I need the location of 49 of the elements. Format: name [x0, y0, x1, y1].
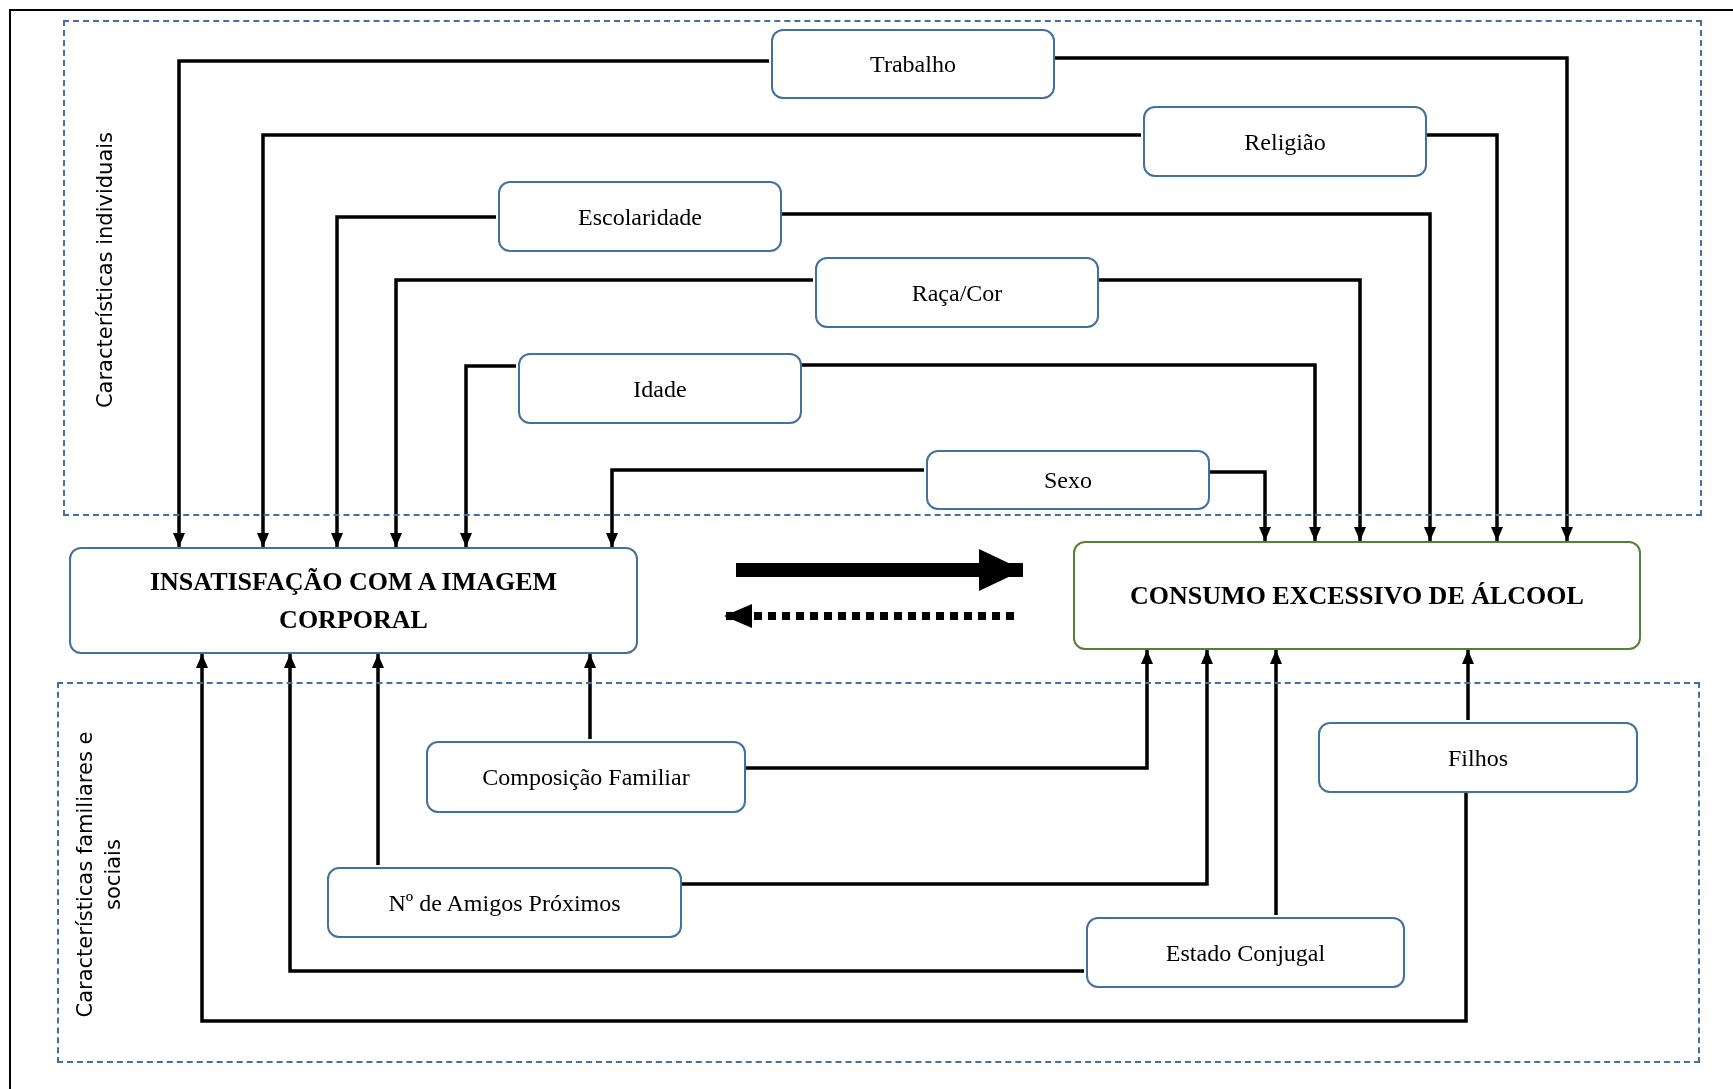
box-label: Sexo [1044, 466, 1092, 495]
arrow [744, 650, 1153, 770]
factor-box [1143, 106, 1427, 177]
outcome-box [1073, 541, 1641, 650]
factor-box [498, 181, 782, 252]
arrow [372, 654, 384, 865]
arrow [584, 654, 596, 739]
box-label: Estado Conjugal [1165, 938, 1326, 968]
arrow [1270, 650, 1282, 915]
dashed-group-frame [57, 682, 1700, 1063]
arrow [257, 133, 1141, 547]
box-label: Composição Familiar [482, 763, 690, 792]
box-label: Nº de Amigos Próximos [388, 888, 621, 918]
box-label: Raça/Cor [911, 278, 1003, 308]
box-label: Trabalho [870, 50, 956, 79]
factor-box [426, 741, 746, 813]
dashed-group-frame [63, 20, 1702, 516]
factor-box [327, 867, 682, 938]
group-heading: Características individuais [92, 131, 118, 409]
factor-box [1318, 722, 1638, 793]
group-heading: Características familiares e sociais [72, 730, 126, 1020]
arrow [1097, 278, 1366, 541]
arrow [390, 278, 813, 547]
arrow [173, 59, 769, 547]
factor-box [926, 450, 1210, 510]
arrow [331, 215, 496, 547]
arrow [680, 650, 1213, 886]
box-label: Idade [633, 374, 687, 404]
box-label: Religião [1244, 127, 1326, 157]
arrow [1425, 133, 1503, 541]
box-label: INSATISFAÇÃO COM A IMAGEM CORPORAL [148, 565, 559, 636]
factor-box [771, 29, 1055, 99]
factor-box [518, 353, 802, 424]
arrow [1208, 470, 1271, 541]
box-label: CONSUMO EXCESSIVO DE ÁLCOOL [1130, 579, 1584, 612]
arrow [1462, 650, 1474, 720]
arrow [800, 363, 1321, 541]
factor-box [1086, 917, 1405, 988]
arrow [1053, 56, 1573, 541]
arrow [736, 549, 1023, 591]
box-label: Filhos [1448, 743, 1508, 773]
box-label: Escolaridade [578, 202, 702, 232]
outcome-box [69, 547, 638, 654]
arrow [780, 212, 1436, 541]
arrow [606, 468, 924, 547]
arrow [196, 654, 1468, 1023]
factor-box [815, 257, 1099, 328]
arrow [460, 364, 516, 547]
arrow [284, 654, 1084, 973]
